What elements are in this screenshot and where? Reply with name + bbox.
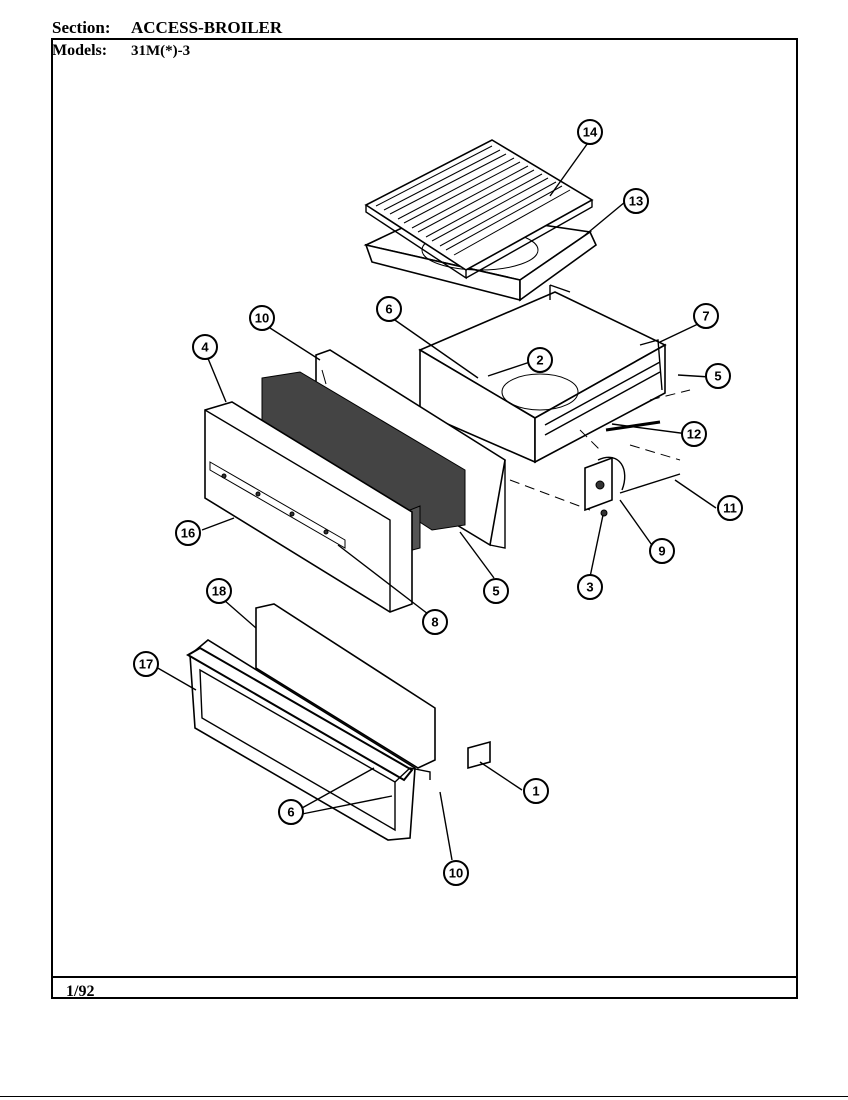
callout-12: 12	[681, 421, 707, 447]
svg-text:9: 9	[658, 544, 665, 559]
callout-8: 8	[422, 609, 448, 635]
callout-7: 7	[693, 303, 719, 329]
pin-part-11	[619, 473, 681, 494]
svg-text:5: 5	[714, 369, 721, 384]
drawer-frame	[186, 639, 431, 841]
callout-10-lower: 10	[443, 860, 469, 886]
svg-text:3: 3	[586, 580, 593, 595]
bracket-part-9	[584, 456, 626, 517]
callout-5-right: 5	[705, 363, 731, 389]
leader-lines	[155, 139, 717, 861]
callout-1: 1	[523, 778, 549, 804]
svg-text:6: 6	[385, 302, 392, 317]
svg-text:10: 10	[255, 311, 269, 326]
svg-text:7: 7	[702, 309, 709, 324]
callout-6-upper: 6	[376, 296, 402, 322]
assembly-line-b	[579, 429, 601, 451]
svg-text:5: 5	[492, 584, 499, 599]
callout-3: 3	[577, 574, 603, 600]
callout-11: 11	[717, 495, 743, 521]
footer-date: 1/92	[66, 983, 95, 1000]
section-label: Section:	[52, 18, 111, 37]
footer-divider	[51, 976, 798, 978]
models-value: 31M(*)-3	[131, 43, 191, 59]
assembly-line-d	[649, 389, 691, 401]
svg-text:14: 14	[583, 125, 598, 140]
assembly-line-a	[509, 479, 591, 511]
callout-5-lower: 5	[483, 578, 509, 604]
svg-text:16: 16	[181, 526, 195, 541]
callout-10-upper: 10	[249, 305, 275, 331]
broiler-grid	[364, 139, 594, 280]
callout-6-lower: 6	[278, 799, 304, 825]
callout-18: 18	[206, 578, 232, 604]
svg-text:11: 11	[723, 501, 737, 516]
svg-text:13: 13	[629, 194, 643, 209]
liner-panel	[255, 603, 436, 769]
label-plate	[467, 740, 491, 770]
callout-9: 9	[649, 538, 675, 564]
svg-text:12: 12	[687, 427, 701, 442]
rod-part-12	[605, 420, 661, 432]
callout-4: 4	[192, 334, 218, 360]
assembly-line-c	[629, 444, 681, 461]
callout-14: 14	[577, 119, 603, 145]
callout-2: 2	[527, 347, 553, 373]
callout-17: 17	[133, 651, 159, 677]
svg-text:17: 17	[139, 657, 153, 672]
svg-text:10: 10	[449, 866, 463, 881]
front-panel	[204, 401, 413, 613]
svg-text:2: 2	[536, 353, 543, 368]
diagram-frame	[51, 38, 798, 999]
callout-16: 16	[175, 520, 201, 546]
svg-text:1: 1	[532, 784, 539, 799]
page-bottom-rule	[0, 1096, 848, 1097]
broiler-drawer-body	[418, 284, 667, 464]
section-value: ACCESS-BROILER	[131, 18, 283, 37]
svg-text:6: 6	[287, 805, 294, 820]
svg-text:8: 8	[431, 615, 438, 630]
svg-text:4: 4	[201, 340, 209, 355]
svg-text:18: 18	[212, 584, 226, 599]
callout-13: 13	[623, 188, 649, 214]
models-label: Models:	[52, 42, 108, 59]
